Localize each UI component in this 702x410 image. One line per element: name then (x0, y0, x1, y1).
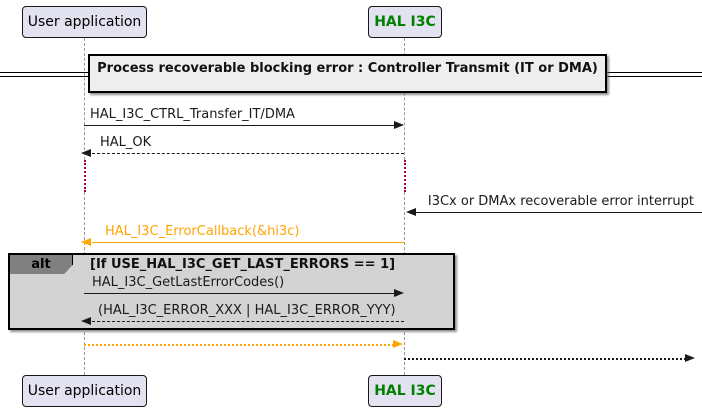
arrowhead-left-icon (406, 208, 416, 216)
message-label-hal-ok: HAL_OK (100, 135, 152, 150)
message-label-transfer: HAL_I3C_CTRL_Transfer_IT/DMA (90, 107, 295, 122)
participant-label: User application (27, 383, 142, 399)
message-arrow-error-codes (92, 321, 404, 322)
participant-hal-i3c-top: HAL I3C (368, 6, 442, 38)
message-arrow-return-orange (84, 344, 394, 346)
lifeline-user-application (84, 38, 85, 160)
arrowhead-right-icon (394, 121, 404, 129)
participant-label: User application (27, 14, 142, 30)
delay-marker-user (84, 160, 86, 192)
arrowhead-left-icon (81, 317, 91, 325)
delay-marker-hal (404, 160, 406, 192)
message-label-interrupt: I3Cx or DMAx recoverable error interrupt (427, 194, 694, 209)
arrowhead-left-icon (81, 149, 91, 157)
message-arrow-transfer (84, 125, 396, 126)
message-arrow-get-last-error (84, 293, 396, 294)
alt-guard-condition: [If USE_HAL_I3C_GET_LAST_ERRORS == 1] (90, 257, 396, 272)
message-arrow-forward-right (404, 358, 686, 360)
message-label-error-callback: HAL_I3C_ErrorCallback(&hi3c) (105, 224, 300, 239)
message-arrow-interrupt (416, 212, 702, 213)
arrowhead-right-icon (393, 340, 403, 348)
participant-hal-i3c-bottom: HAL I3C (368, 375, 442, 407)
alt-operator-label: alt (31, 257, 51, 272)
message-label-get-last-error: HAL_I3C_GetLastErrorCodes() (92, 275, 285, 290)
participant-user-application-top: User application (22, 6, 147, 38)
diagram-title: Process recoverable blocking error : Con… (88, 54, 607, 93)
participant-user-application-bottom: User application (22, 375, 147, 407)
participant-label: HAL I3C (374, 14, 436, 30)
participant-label: HAL I3C (374, 383, 436, 399)
arrowhead-right-icon (685, 354, 695, 362)
arrowhead-right-icon (394, 289, 404, 297)
message-label-error-codes: (HAL_I3C_ERROR_XXX | HAL_I3C_ERROR_YYY) (98, 303, 396, 318)
alt-operator-badge: alt (10, 255, 73, 274)
lifeline-hal-i3c (404, 38, 405, 160)
arrowhead-left-icon (81, 238, 91, 246)
message-arrow-error-callback (92, 242, 404, 243)
message-arrow-hal-ok (92, 153, 404, 154)
